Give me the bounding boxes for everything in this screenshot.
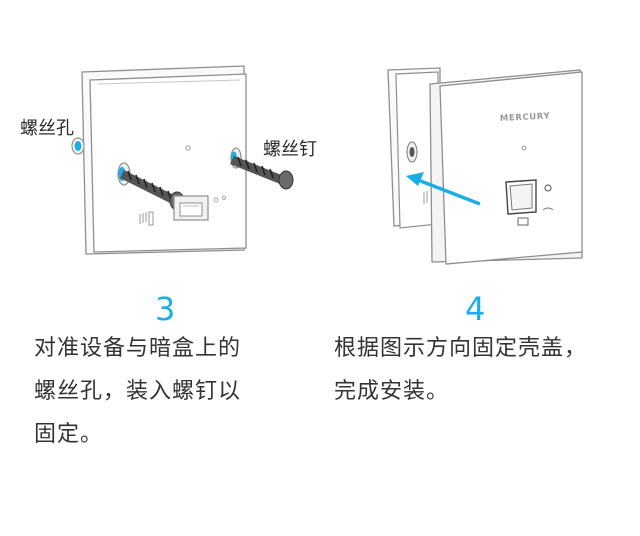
step4-line: 完成安装。 [334, 370, 587, 413]
ethernet-port-icon [506, 180, 536, 214]
step3-number: 3 [155, 290, 175, 328]
side-hole-icon [407, 142, 417, 162]
side-hole-icon [72, 138, 84, 154]
step4-device-illustration: MERCURY [388, 68, 582, 264]
installation-illustration: MERCURY [0, 0, 640, 290]
step3-line: 固定。 [34, 413, 241, 456]
step3-line: 对准设备与暗盒上的 [34, 327, 241, 370]
step3-description: 对准设备与暗盒上的 螺丝孔，装入螺钉以 固定。 [34, 327, 241, 456]
step4-line: 根据图示方向固定壳盖， [334, 327, 587, 370]
ethernet-port-icon [174, 196, 208, 220]
step3-device-illustration [72, 66, 293, 254]
screw-hole-callout: 螺丝孔 [20, 114, 74, 140]
screw-callout: 螺丝钉 [263, 135, 317, 161]
step4-description: 根据图示方向固定壳盖， 完成安装。 [334, 327, 587, 413]
step3-line: 螺丝孔，装入螺钉以 [34, 370, 241, 413]
step4-number: 4 [465, 290, 485, 328]
